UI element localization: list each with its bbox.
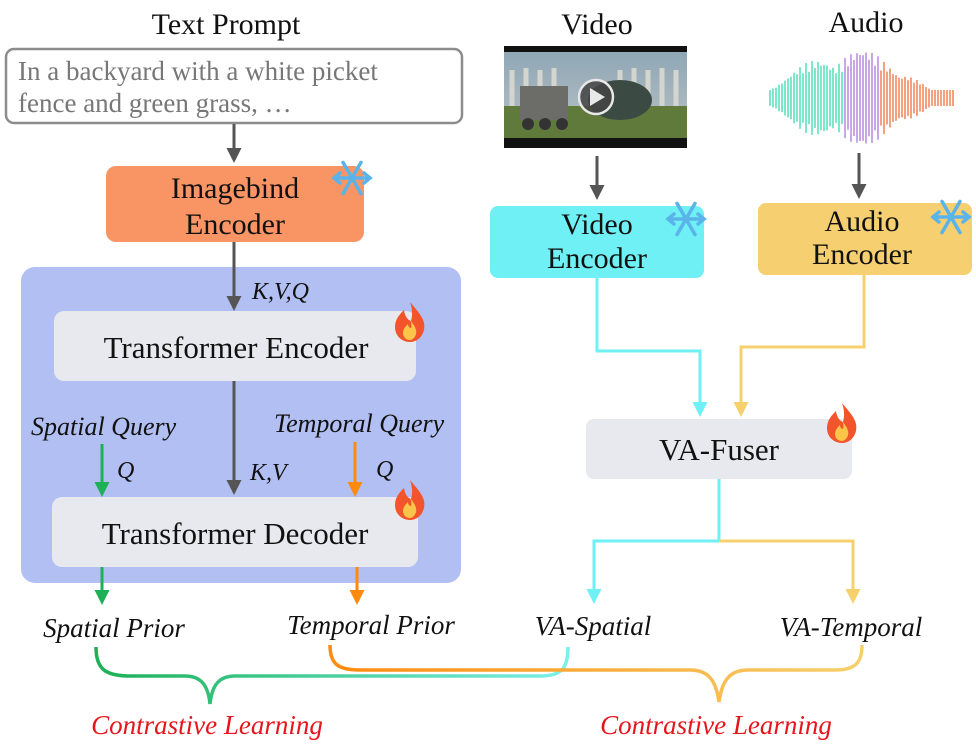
- imagebind-encoder-block: [106, 166, 364, 242]
- audio-encoder-label-1: Audio: [825, 205, 900, 238]
- contrastive-learning-left: Contrastive Learning: [91, 710, 323, 740]
- audio-encoder-label-2: Encoder: [812, 238, 912, 271]
- contrastive-brace-left: [94, 646, 570, 705]
- video-encoder-label-1: Video: [561, 208, 633, 241]
- prompt-line-2: fence and green grass, …: [18, 88, 292, 118]
- video-encoder-label-2: Encoder: [547, 242, 647, 275]
- snowflake-icon: [930, 199, 972, 235]
- va-temporal-label: VA-Temporal: [780, 612, 923, 642]
- q-temporal-label: Q: [376, 457, 393, 483]
- audio-encoder-block: [758, 203, 972, 275]
- imagebind-label-2: Encoder: [185, 208, 285, 241]
- video-title: Video: [561, 8, 633, 41]
- temporal-prior-label: Temporal Prior: [287, 610, 455, 640]
- kvq-label: K,V,Q: [251, 279, 309, 305]
- video-thumbnail: [504, 46, 687, 148]
- audio-title: Audio: [829, 6, 904, 39]
- contrastive-learning-right: Contrastive Learning: [600, 710, 832, 740]
- transformer-decoder-label: Transformer Decoder: [102, 516, 369, 551]
- fire-icon: [395, 480, 425, 520]
- text-prompt-box: [4, 47, 464, 125]
- fire-icon: [395, 302, 425, 342]
- va-fuser-block: [586, 419, 852, 479]
- video-encoder-block: [490, 206, 704, 278]
- spatial-query-label: Spatial Query: [31, 412, 177, 441]
- audio-waveform: [769, 52, 954, 144]
- snowflake-icon: [665, 201, 707, 237]
- fire-icon: [827, 403, 857, 443]
- text-prompt-title: Text Prompt: [152, 8, 301, 41]
- snowflake-icon: [331, 160, 373, 196]
- transformer-encoder-label: Transformer Encoder: [104, 330, 370, 365]
- temporal-query-label: Temporal Query: [274, 409, 445, 438]
- contrastive-brace-right: [328, 644, 864, 703]
- spatial-prior-label: Spatial Prior: [43, 613, 185, 643]
- va-spatial-label: VA-Spatial: [535, 611, 651, 641]
- transformer-decoder-block: [52, 497, 418, 567]
- q-spatial-label: Q: [117, 458, 134, 484]
- transformer-encoder-block: [54, 311, 416, 381]
- kv-label: K,V: [249, 460, 289, 486]
- prompt-line-1: In a backyard with a white picket: [18, 56, 378, 86]
- va-fuser-label: VA-Fuser: [659, 432, 780, 467]
- play-icon: [590, 88, 605, 106]
- imagebind-label-1: Imagebind: [171, 172, 299, 205]
